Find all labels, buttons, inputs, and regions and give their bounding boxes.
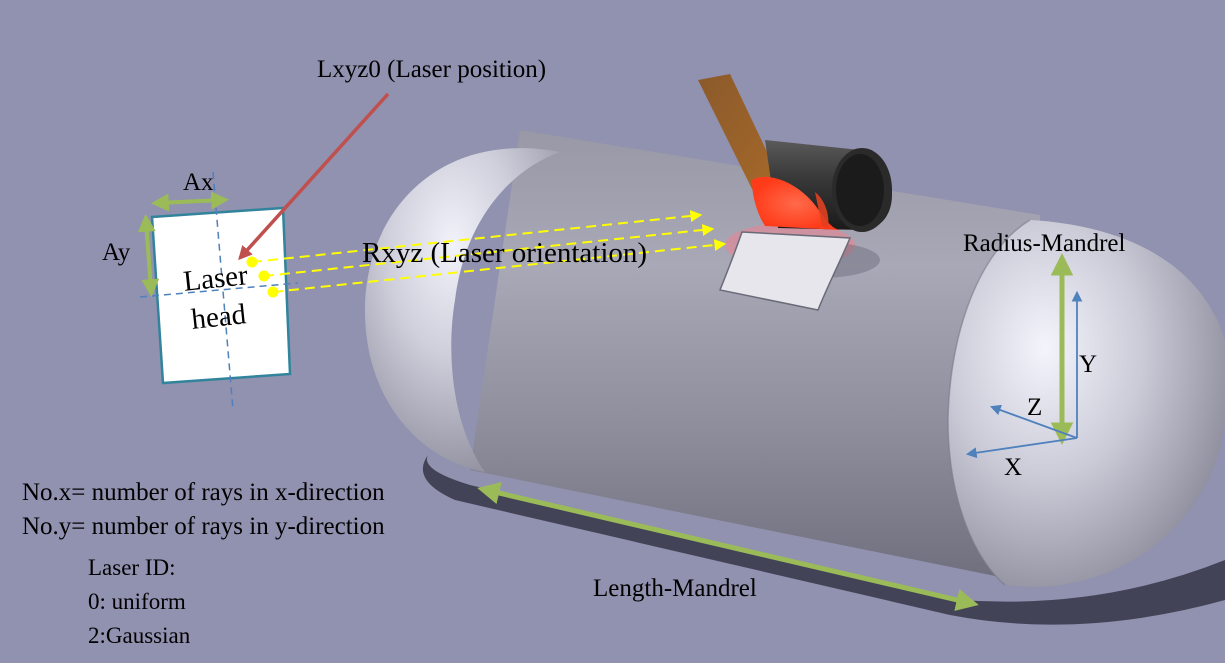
- axis-x-label: X: [1004, 454, 1023, 481]
- ray-arrow-2: [263, 224, 715, 277]
- note-no-y: No.y= number of rays in y-direction: [22, 513, 385, 540]
- length-mandrel-arrow: [477, 482, 979, 611]
- ax-label: Ax: [183, 169, 214, 196]
- ax-dimension-arrow: [150, 191, 230, 212]
- laser-head-card: [150, 206, 292, 385]
- laser-head-label-line2: head: [189, 298, 248, 336]
- tape-segment: [718, 231, 852, 311]
- laser-orientation-label: Rxyz (Laser orientation): [362, 237, 648, 269]
- axis-y-label: Y: [1079, 351, 1098, 378]
- ray-origin-1: [246, 256, 258, 268]
- ray-origin-3: [267, 286, 279, 298]
- laser-head-label-line1: Laser: [181, 259, 250, 298]
- ray-origin-2: [258, 270, 270, 282]
- axis-z-arrow: [989, 404, 1078, 439]
- radius-mandrel-label: Radius-Mandrel: [963, 230, 1126, 257]
- note-laser-id-0: 0: uniform: [88, 589, 186, 614]
- length-mandrel-label: Length-Mandrel: [593, 575, 757, 602]
- mandrel-shadow: [422, 455, 1225, 625]
- ray-arrow-3: [272, 239, 727, 293]
- laser-position-arrow: [238, 92, 390, 261]
- heating-zone: [752, 176, 840, 230]
- mandrel-right-cap: [948, 220, 1225, 587]
- note-laser-id-title: Laser ID:: [88, 555, 176, 580]
- mandrel-left-cap: [364, 148, 560, 472]
- note-no-x: No.x= number of rays in x-direction: [22, 479, 385, 506]
- axis-x-arrow: [965, 437, 1078, 459]
- axis-z-label: Z: [1027, 394, 1043, 421]
- laser-position-label: Lxyz0 (Laser position): [317, 56, 547, 83]
- ay-label: Ay: [102, 239, 131, 266]
- tape-feed: [698, 74, 790, 205]
- ay-dimension-arrow: [137, 213, 160, 298]
- note-laser-id-2: 2:Gaussian: [88, 623, 191, 648]
- mandrel-body: [470, 130, 1040, 585]
- ray-arrow-1: [251, 210, 703, 263]
